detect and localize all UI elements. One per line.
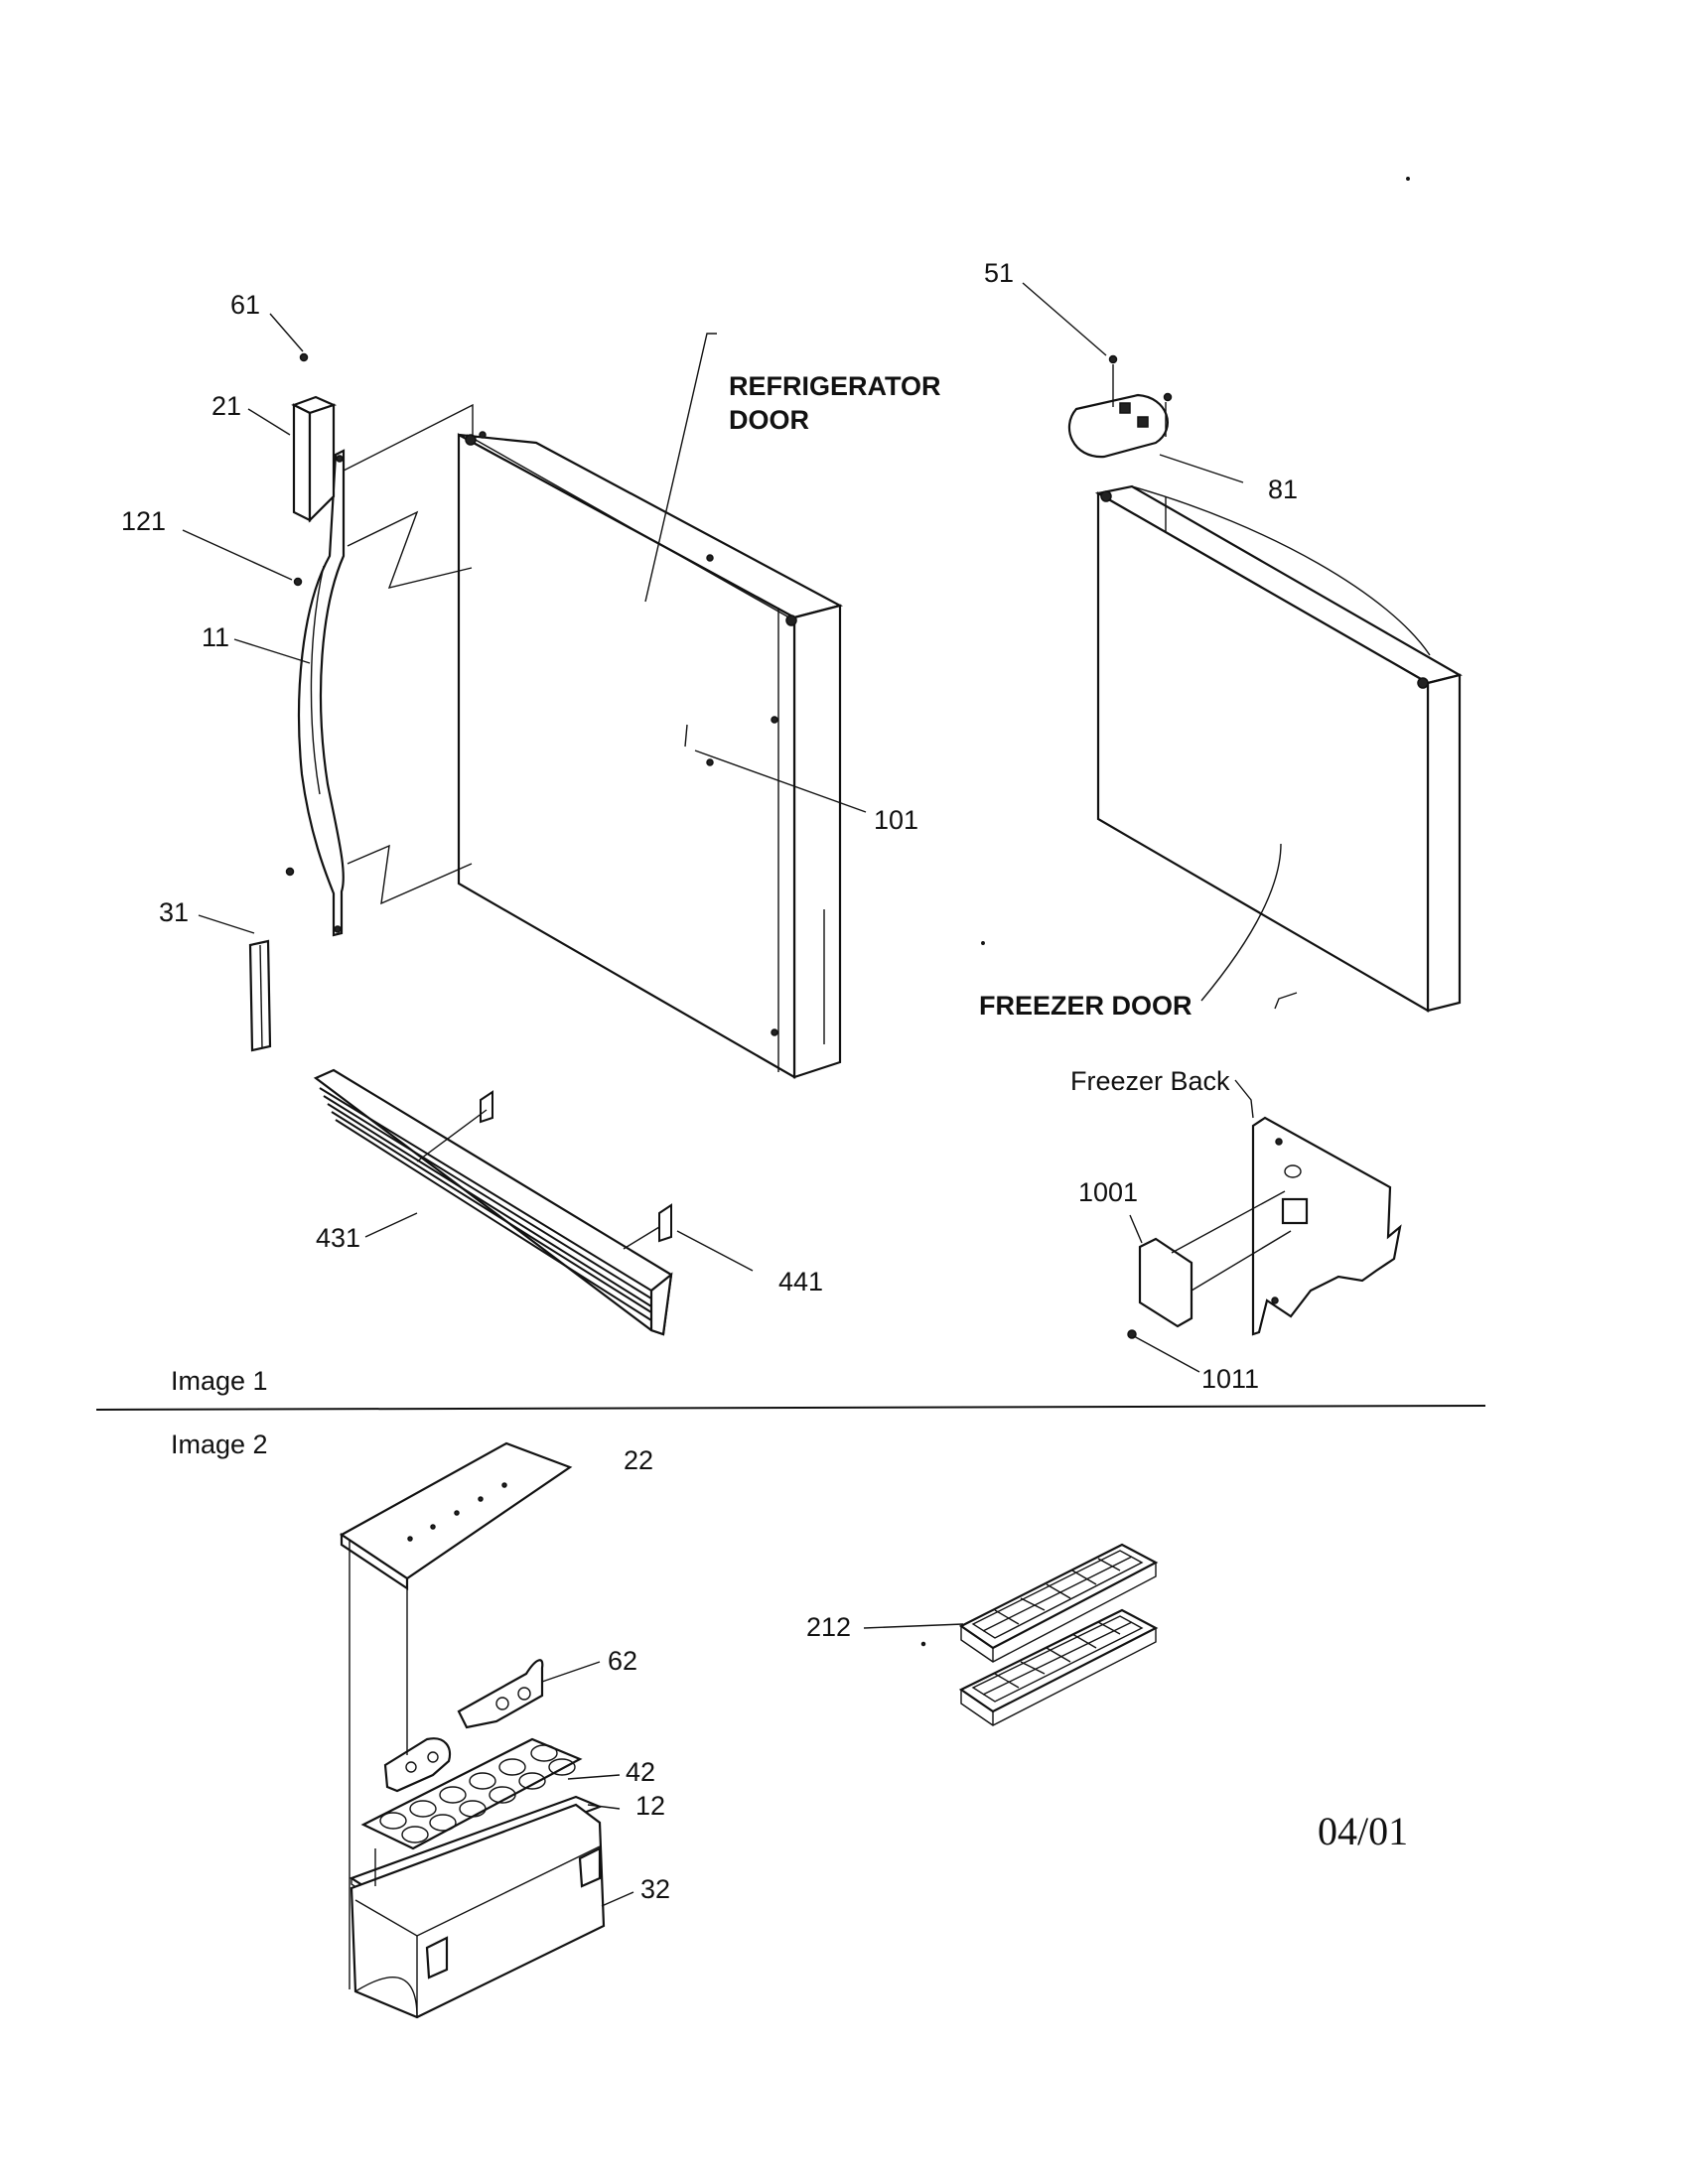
freezer-door xyxy=(1094,484,1463,1013)
ice-trays xyxy=(958,1543,1159,1726)
callout-21: 21 xyxy=(211,391,241,421)
callout-32: 32 xyxy=(640,1874,670,1904)
callout-61: 61 xyxy=(230,290,260,320)
door-handle xyxy=(297,449,346,937)
image1-label: Image 1 xyxy=(171,1366,268,1396)
assembly-lines-image2 xyxy=(349,1541,408,1989)
callout-51: 51 xyxy=(984,258,1014,288)
dairy-door-cover xyxy=(339,1441,573,1591)
section-labels: Image 1 Image 2 xyxy=(171,1366,268,1459)
callout-81: 81 xyxy=(1268,475,1298,504)
revision-date: 04/01 xyxy=(1318,1809,1408,1853)
callout-62: 62 xyxy=(608,1646,637,1676)
callout-121: 121 xyxy=(121,506,166,536)
handle-trim-bottom xyxy=(248,939,272,1052)
callout-31: 31 xyxy=(159,897,189,927)
kickplate-grille xyxy=(313,1068,673,1336)
callout-labels: 61 21 121 11 31 101 431 441 51 81 1001 1… xyxy=(121,258,1298,1904)
door-bin xyxy=(350,1803,606,2019)
leader-lines-image2 xyxy=(541,1623,964,1907)
stray-mark xyxy=(981,941,985,945)
freezer-back-label: Freezer Back xyxy=(1070,1066,1230,1096)
callout-101: 101 xyxy=(874,805,918,835)
callout-11: 11 xyxy=(202,622,229,652)
refrigerator-door-label-line1: REFRIGERATOR xyxy=(729,371,941,401)
image2-label: Image 2 xyxy=(171,1430,268,1459)
part-name-labels: REFRIGERATOR DOOR FREEZER DOOR Freezer B… xyxy=(729,371,1230,1096)
kickplate-clips xyxy=(416,1090,672,1250)
freezer-back-panel xyxy=(1251,1116,1402,1336)
callout-12: 12 xyxy=(635,1791,665,1821)
callout-1011: 1011 xyxy=(1201,1364,1259,1394)
section-divider xyxy=(95,1405,1486,1411)
assembly-lines xyxy=(343,403,688,905)
refrigerator-door xyxy=(457,431,843,1079)
callout-441: 441 xyxy=(778,1267,823,1297)
egg-tray xyxy=(360,1737,583,1850)
leader-lines-image1 xyxy=(182,282,1298,1373)
callout-42: 42 xyxy=(626,1757,655,1787)
freezer-door-label: FREEZER DOOR xyxy=(979,991,1193,1021)
screws xyxy=(285,352,309,877)
stray-mark xyxy=(920,1641,926,1647)
callout-1001: 1001 xyxy=(1078,1177,1138,1207)
freezer-back-component xyxy=(1127,1190,1292,1339)
callout-22: 22 xyxy=(624,1445,653,1475)
stray-mark xyxy=(1406,177,1410,181)
handle-trim-top xyxy=(291,395,338,523)
callout-431: 431 xyxy=(316,1223,360,1253)
egg-tray-supports xyxy=(383,1659,544,1793)
freezer-handle xyxy=(1067,354,1173,459)
callout-212: 212 xyxy=(806,1612,851,1642)
refrigerator-door-label-line2: DOOR xyxy=(729,405,809,435)
